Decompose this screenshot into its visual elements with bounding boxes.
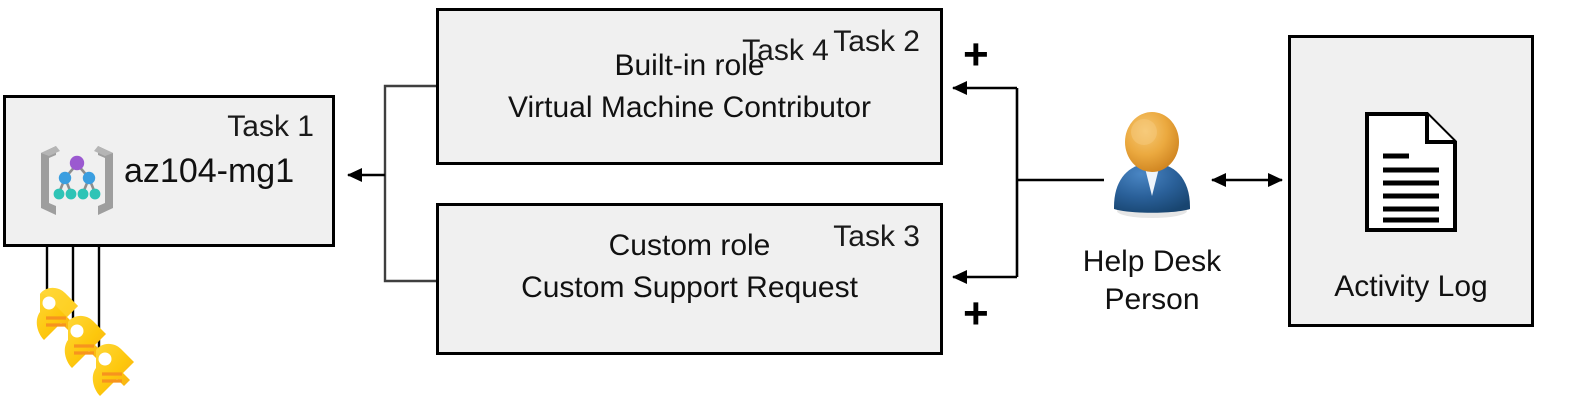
document-icon	[1365, 112, 1457, 232]
person-caption-line2: Person	[1104, 283, 1200, 317]
help-desk-person-caption: Help Desk Person	[1050, 243, 1254, 320]
task3-box[interactable]: Task 3	[436, 203, 943, 355]
task2-box[interactable]: Task 2	[436, 8, 943, 165]
key-icon-1	[36, 287, 78, 340]
wire-person-bus	[952, 81, 1104, 284]
plus-operator-top: +	[963, 30, 989, 79]
task4-label: Task 4	[742, 34, 829, 67]
task4-caption: Activity Log	[1334, 270, 1488, 303]
task3-line1: Custom role	[608, 229, 771, 262]
task1-box[interactable]: Task 1 az104-	[3, 95, 335, 247]
help-desk-person-icon	[1114, 112, 1190, 218]
task2-line1: Built-in role	[614, 49, 765, 82]
task3-label: Task 3	[833, 220, 920, 253]
task1-resource-name: az104-mg1	[124, 152, 295, 190]
key-icon-group	[36, 287, 134, 396]
task3-line2: Custom Support Request	[521, 271, 858, 304]
key-icon-2	[64, 315, 106, 368]
key-icon-3	[92, 343, 134, 396]
task1-label: Task 1	[227, 110, 314, 143]
plus-operator-bottom: +	[963, 289, 989, 338]
wire-roles-to-task1	[383, 84, 436, 283]
management-group-icon	[41, 146, 113, 215]
person-caption-line1: Help Desk	[1082, 245, 1222, 278]
task2-label: Task 2	[833, 25, 920, 58]
task2-line2: Virtual Machine Contributor	[508, 91, 871, 124]
